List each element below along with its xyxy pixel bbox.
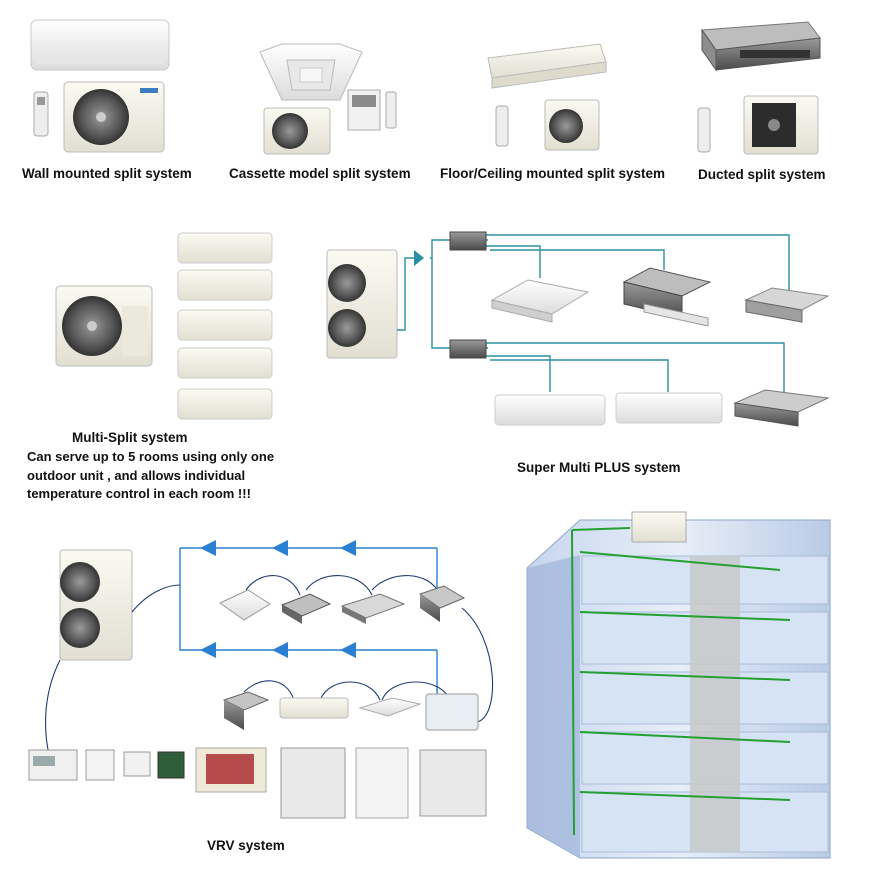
caption-ducted-split: Ducted split system [698, 167, 826, 182]
floor-ceiling-split-illustration [487, 43, 607, 151]
caption-vrv: VRV system [207, 838, 285, 853]
multi-split-illustration [55, 232, 273, 420]
cassette-split-illustration [259, 43, 397, 155]
caption-super-multi-plus: Super Multi PLUS system [517, 460, 681, 475]
caption-wall-mounted-split: Wall mounted split system [22, 166, 192, 181]
super-multi-plus-illustration [326, 231, 830, 427]
caption-cassette-split: Cassette model split system [229, 166, 411, 181]
multi-split-desc-line-1: Can serve up to 5 rooms using only one [27, 449, 275, 464]
wall-mounted-split-illustration [30, 19, 170, 153]
multi-split-description: Can serve up to 5 rooms using only one o… [27, 448, 274, 504]
ducted-split-illustration [697, 21, 821, 155]
caption-multi-split: Multi-Split system [72, 430, 188, 445]
building-cutaway-illustration [526, 511, 831, 859]
caption-floor-ceiling-split: Floor/Ceiling mounted split system [440, 166, 666, 181]
vrv-illustration [28, 540, 494, 819]
multi-split-desc-line-2: outdoor unit , and allows individual [27, 467, 246, 483]
multi-split-desc-line-3: temperature control in each room !!! [27, 486, 251, 501]
